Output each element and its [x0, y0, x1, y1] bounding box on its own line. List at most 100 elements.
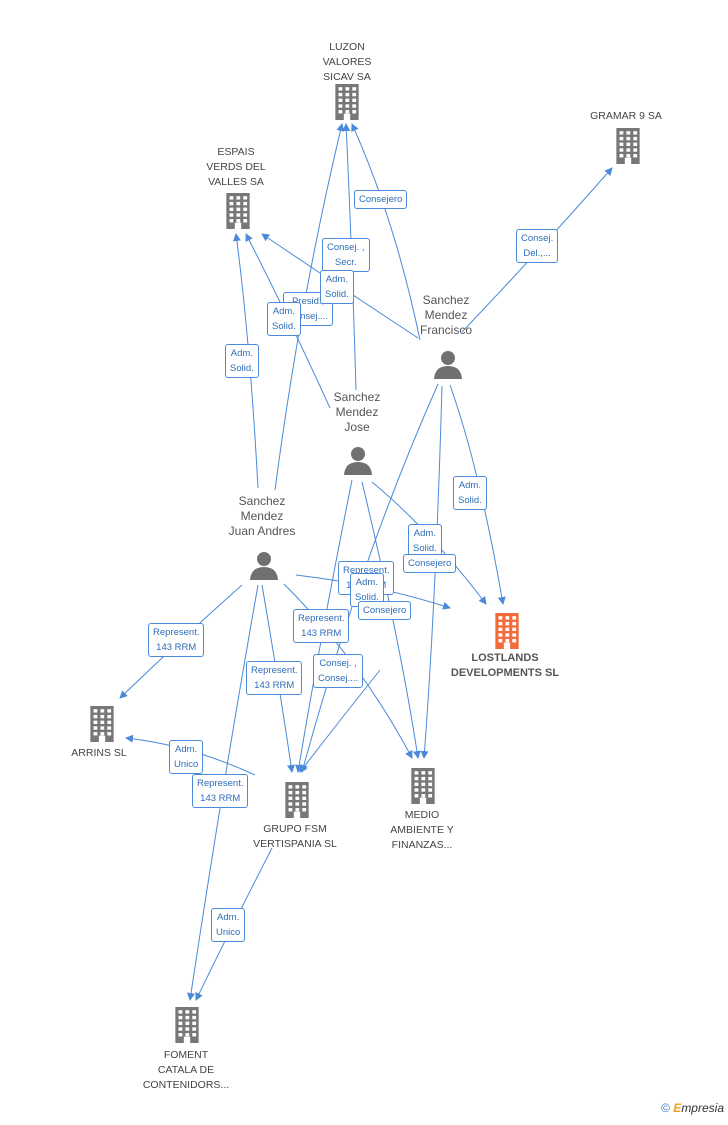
edge-role-label[interactable]: Adm. Unico — [211, 908, 246, 942]
edge-role-text: Represent. — [197, 778, 244, 789]
node-label-line: Jose — [344, 420, 370, 434]
node-label-line: ESPAIS — [217, 146, 255, 158]
node-label-line: Juan Andres — [228, 524, 296, 538]
node-label-line: GRUPO FSM — [263, 823, 327, 835]
relationship-edge — [351, 123, 421, 341]
node-label-arrins[interactable]: ARRINS SL — [71, 746, 126, 761]
node-label-line: Mendez — [335, 405, 379, 419]
node-label-line: VERTISPANIA SL — [253, 838, 337, 850]
node-label-line: FINANZAS... — [391, 839, 453, 851]
person-icon[interactable] — [249, 550, 279, 585]
edge-role-label[interactable]: Adm. Unico — [169, 740, 204, 774]
company-building-icon[interactable] — [172, 1007, 202, 1048]
node-label-line: Sanchez — [422, 293, 470, 307]
person-icon[interactable] — [343, 445, 373, 480]
edge-role-text: Consejero — [359, 194, 403, 205]
footer-brand[interactable]: © Empresia — [661, 1101, 724, 1115]
node-label-line: ARRINS SL — [71, 747, 127, 759]
relationship-edge — [299, 669, 381, 773]
node-label-line: MEDIO — [404, 809, 440, 821]
node-label-line: Mendez — [240, 509, 284, 523]
edge-role-text: 143 RRM — [200, 793, 241, 804]
edge-role-text: Adm. — [175, 744, 198, 755]
edge-role-text: Consej.... — [288, 311, 329, 322]
edge-role-label[interactable]: Consejero — [354, 190, 408, 209]
node-label-line: Sanchez — [238, 494, 286, 508]
edge-role-text: Consej. , — [327, 242, 365, 253]
edge-role-label[interactable]: Consejero — [358, 601, 412, 620]
person-icon[interactable] — [433, 349, 463, 384]
node-label-line: VALORES — [322, 56, 372, 68]
edge-role-text: Adm. — [355, 577, 378, 588]
node-label-line: Mendez — [424, 308, 468, 322]
edge-role-text: Unico — [216, 927, 241, 938]
node-label-line: SICAV SA — [323, 71, 371, 83]
node-label-line: AMBIENTE Y — [390, 824, 454, 836]
edge-role-label[interactable]: Consej. , Secr. — [322, 238, 370, 272]
company-building-icon[interactable] — [613, 128, 643, 169]
edge-role-text: Presid., — [291, 296, 325, 307]
edge-role-text: Represent. — [251, 665, 298, 676]
node-label-luzon[interactable]: LUZON VALORES SICAV SA — [323, 40, 372, 85]
edge-role-text: Solid. — [355, 592, 379, 603]
node-label-line: DEVELOPMENTS SL — [450, 667, 560, 679]
company-building-icon[interactable] — [87, 706, 117, 747]
edge-role-label[interactable]: Represent.143 RRM — [293, 609, 350, 643]
edge-role-text: 143 RRM — [301, 628, 342, 639]
edge-role-label[interactable]: Consej. Del.,... — [516, 229, 559, 263]
edge-role-text: Secr. — [334, 257, 357, 268]
node-label-espais[interactable]: ESPAIS VERDS DEL VALLES SA — [206, 145, 266, 190]
node-label-lostlands[interactable]: LOSTLANDS DEVELOPMENTS SL — [451, 651, 559, 681]
edge-role-text: Unico — [174, 759, 199, 770]
edge-role-label[interactable]: Adm. Solid. — [408, 524, 442, 558]
edge-role-label[interactable]: Adm.Solid. — [225, 344, 259, 378]
edge-role-text: Adm. — [413, 528, 436, 539]
edge-role-text: Adm. — [230, 348, 253, 359]
edge-role-text: Solid. — [458, 495, 482, 506]
node-label-line: VERDS DEL — [206, 161, 266, 173]
node-label-line: CATALA DE — [157, 1064, 215, 1076]
node-label-medio[interactable]: MEDIO AMBIENTE Y FINANZAS... — [390, 808, 453, 853]
edge-role-text: Represent. — [343, 565, 390, 576]
edge-role-text: Solid. — [413, 543, 437, 554]
edge-role-label[interactable]: Consej. ,Consej.... — [313, 654, 364, 688]
company-building-icon[interactable] — [282, 782, 312, 823]
edge-role-text: Del.,... — [523, 248, 551, 259]
edge-role-label[interactable]: Represent. 143 RRM — [192, 774, 249, 808]
node-label-line: VALLES SA — [208, 176, 264, 188]
node-label-gramar[interactable]: GRAMAR 9 SA — [590, 109, 662, 124]
edge-role-text: Consejero — [363, 605, 407, 616]
company-building-icon[interactable] — [408, 768, 438, 809]
company-building-icon[interactable] — [332, 84, 362, 125]
edge-role-text: 143 RRM — [156, 642, 197, 653]
edge-role-text: Consej. , — [319, 658, 357, 669]
edge-role-label[interactable]: Consejero — [403, 554, 457, 573]
node-label-line: LUZON — [329, 41, 365, 53]
edge-role-text: Adm. — [217, 912, 240, 923]
edge-role-label[interactable]: Represent. 143 RRM — [148, 623, 205, 657]
company-building-icon[interactable] — [223, 193, 253, 234]
copyright-symbol: © — [661, 1101, 670, 1115]
focus-company-icon[interactable] — [492, 613, 522, 654]
node-label-line: Francisco — [419, 323, 473, 337]
node-label-line: LOSTLANDS — [471, 652, 539, 664]
edge-role-text: Solid. — [325, 289, 349, 300]
edge-role-text: Consej. — [521, 233, 554, 244]
edge-role-text: Consejero — [408, 558, 452, 569]
node-label-grupo[interactable]: GRUPO FSM VERTISPANIA SL — [253, 822, 337, 852]
edge-role-label[interactable]: Adm.Solid. — [320, 270, 354, 304]
node-label-line: GRAMAR 9 SA — [590, 110, 662, 122]
node-label-line: FOMENT — [163, 1049, 209, 1061]
edge-role-text: Represent. — [153, 627, 200, 638]
edge-role-label[interactable]: Adm.Solid. — [453, 476, 487, 510]
edge-role-label[interactable]: Represent. 143 RRM — [246, 661, 303, 695]
edge-role-text: 143 RRM — [254, 680, 295, 691]
node-label-line: Sanchez — [333, 390, 381, 404]
edge-role-text: Solid. — [272, 321, 296, 332]
brand-logo: Empresia — [673, 1101, 724, 1115]
edge-role-label[interactable]: Adm.Solid. — [267, 302, 301, 336]
